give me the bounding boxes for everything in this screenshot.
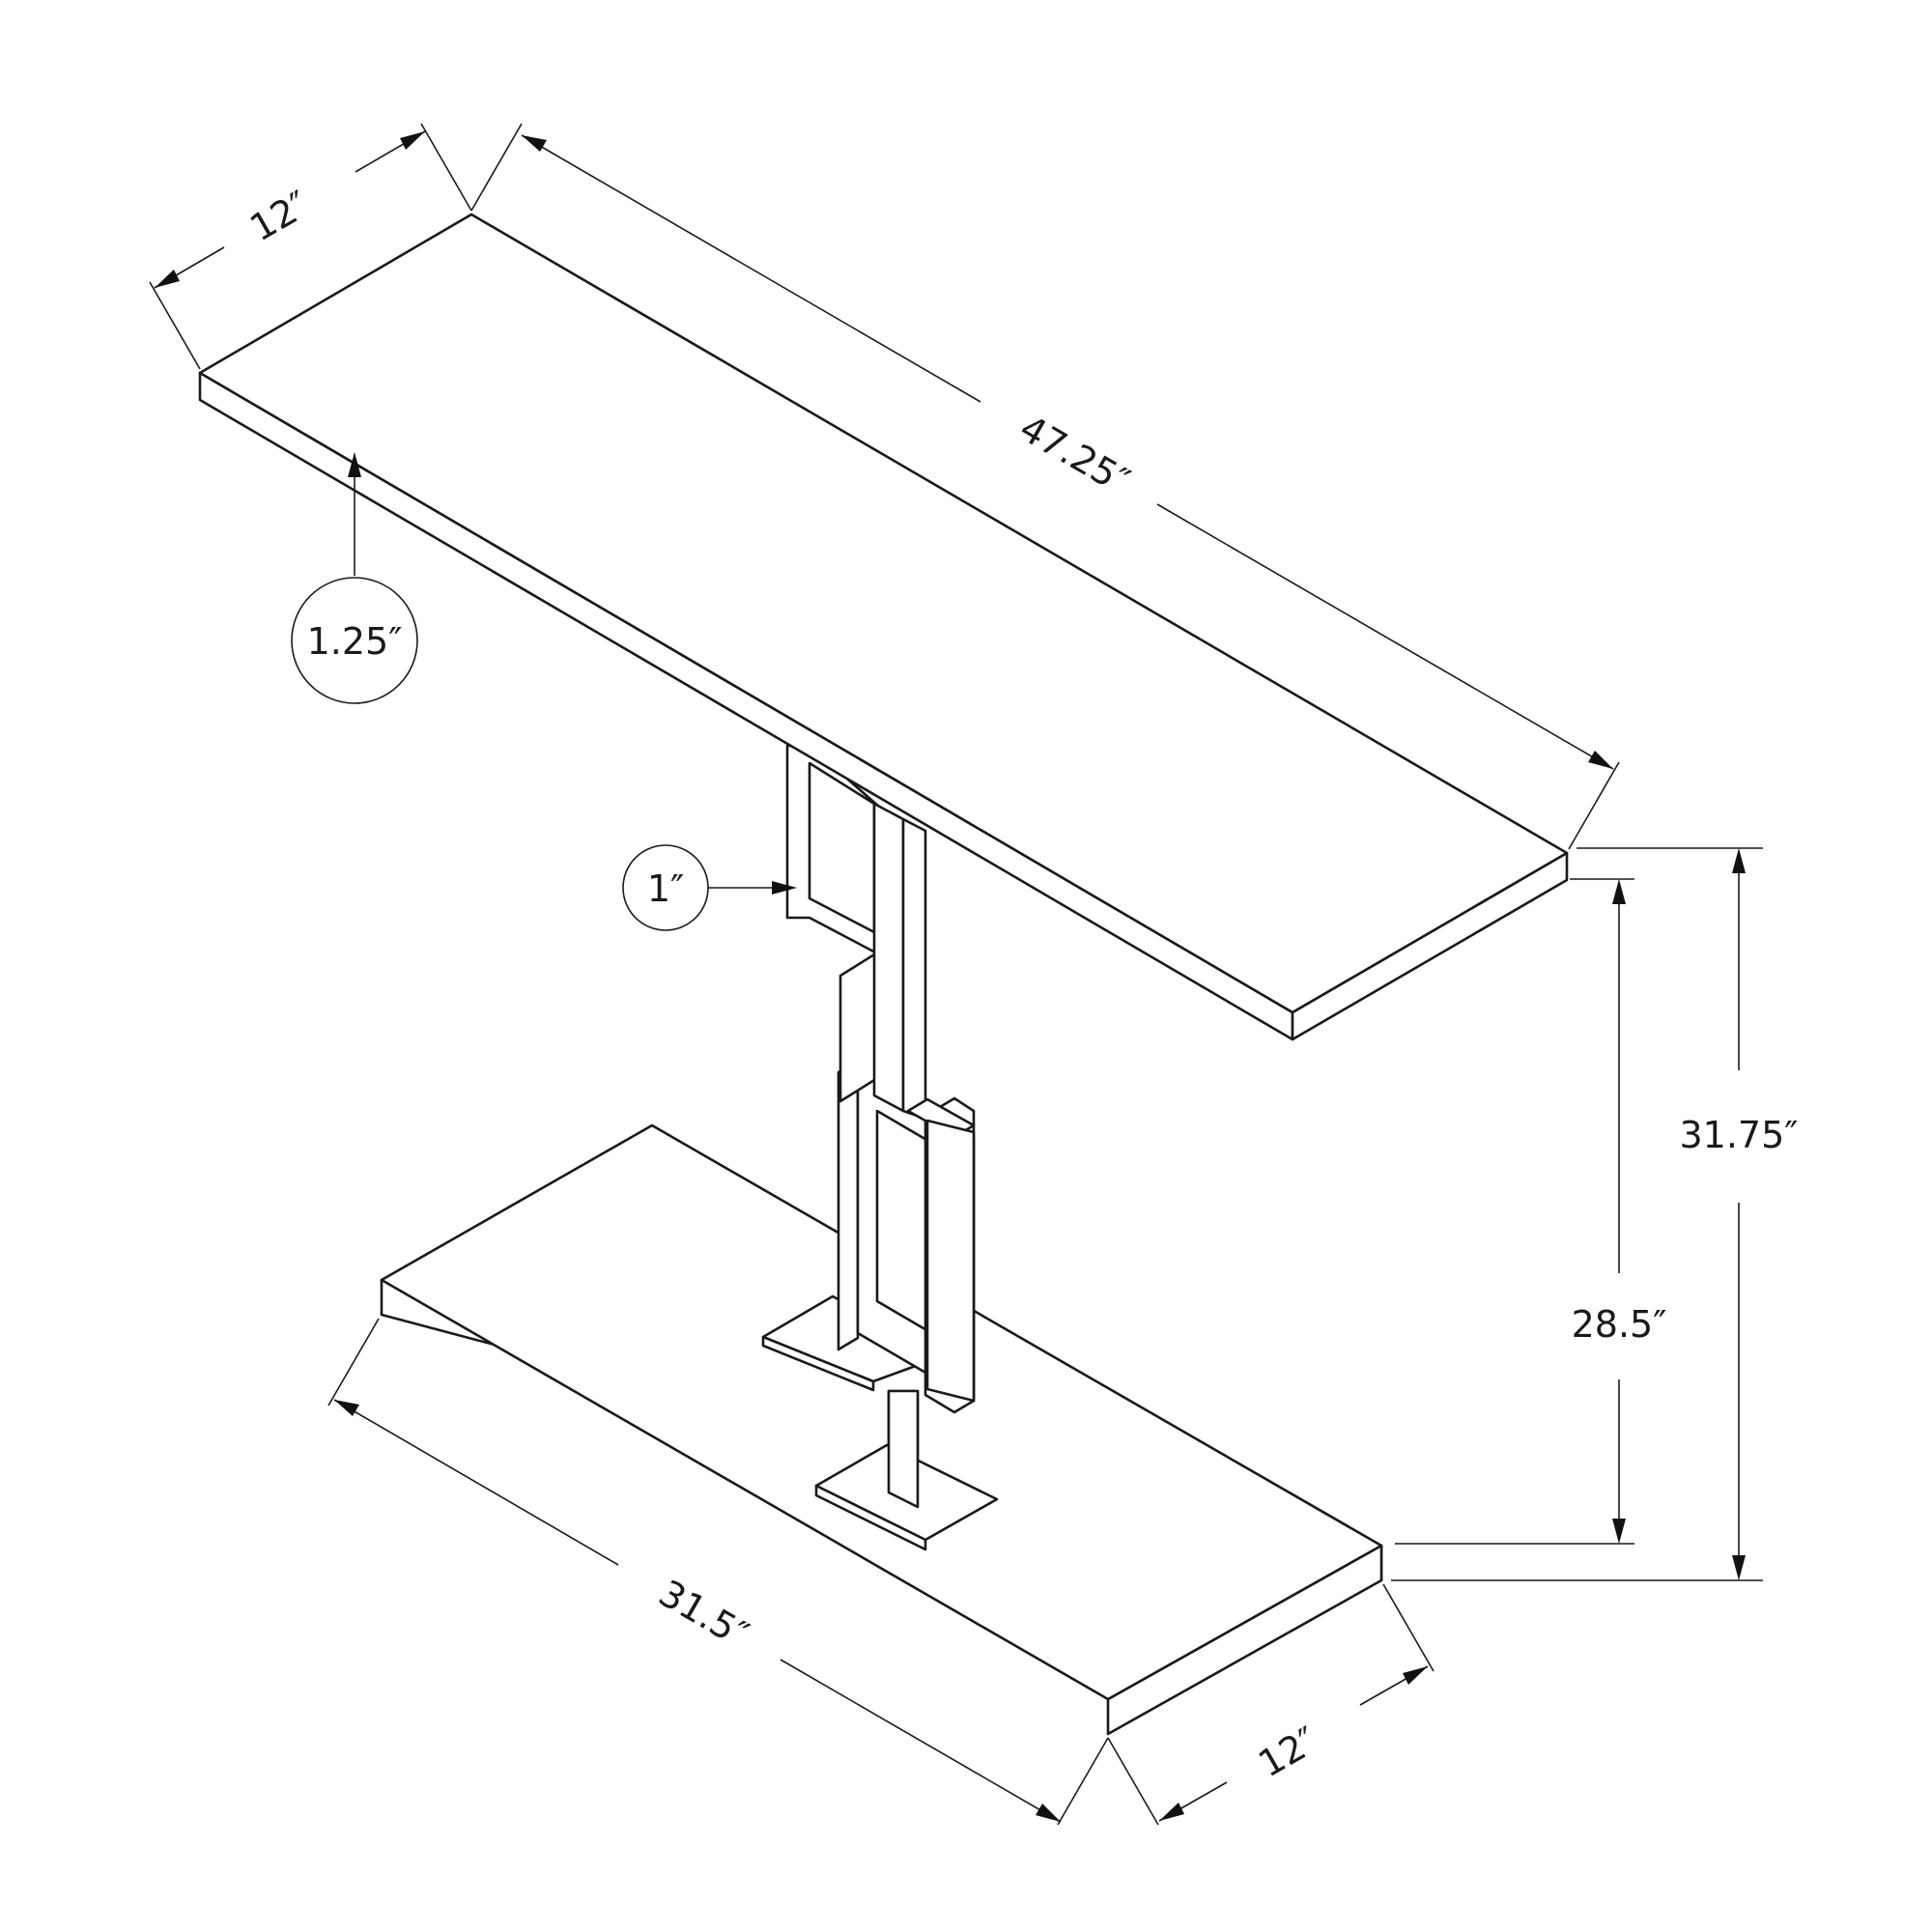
extension-line: [470, 123, 523, 212]
dimension-overall-height: 31.75″: [1391, 847, 1799, 1581]
dimension-frame-thickness: 1″: [622, 844, 797, 931]
front-foot-stem: [887, 1389, 920, 1509]
top-thickness-label: 1.25″: [307, 620, 403, 663]
base-plate: [380, 1123, 1383, 1736]
base-length-label: 31.5″: [652, 1572, 756, 1657]
arrowhead: [155, 270, 180, 288]
overall-height-label: 31.75″: [1680, 1114, 1799, 1156]
top-length-label: 47.25″: [1012, 407, 1137, 503]
arrowhead: [1036, 1804, 1061, 1822]
arrowhead: [348, 452, 361, 477]
frame-thickness-label: 1″: [647, 867, 684, 910]
table-top-surface: [198, 213, 1569, 1014]
extension-line: [1568, 761, 1620, 850]
arrowhead: [1612, 879, 1626, 904]
front-foot-pad: [814, 1389, 999, 1551]
arrowhead: [400, 131, 425, 150]
arrowhead: [1588, 751, 1613, 769]
extension-line: [420, 123, 472, 212]
top-depth-label: 12″: [242, 183, 316, 249]
dimension-line: [780, 1659, 1062, 1823]
upper-frame-depth: [872, 802, 905, 1113]
extension-line: [1057, 1737, 1109, 1826]
extension-line: [149, 281, 201, 370]
arrowhead: [1732, 848, 1746, 873]
base-plate-top-face: [380, 1123, 1383, 1701]
base-depth-label: 12″: [1251, 1719, 1324, 1785]
arrowhead: [522, 135, 547, 152]
dimension-top-thickness: 1.25″: [291, 452, 418, 704]
back-foot-pad-edge: [761, 1335, 875, 1392]
lower-frame-box-side: [925, 1119, 976, 1403]
arrowhead: [1732, 1555, 1746, 1580]
callout-circle: [291, 577, 418, 704]
lower-frame-rear-block: [837, 1059, 860, 1351]
dimension-line: [333, 1399, 619, 1566]
arrowhead: [1159, 1803, 1184, 1821]
dimension-inner-height: 28.5″: [1395, 878, 1667, 1545]
inner-height-label: 28.5″: [1572, 1303, 1667, 1346]
extension-line: [1107, 1737, 1159, 1826]
upper-frame-spine: [901, 817, 927, 1121]
front-foot-pad-edge: [814, 1484, 927, 1551]
dimension-line: [1156, 503, 1614, 770]
dimension-line: [521, 134, 981, 403]
extension-line: [327, 1318, 380, 1406]
arrowhead: [1612, 1519, 1626, 1544]
arrowhead: [1403, 1666, 1428, 1685]
arrowhead: [334, 1400, 359, 1416]
table-top: [198, 213, 1569, 1041]
extension-line: [1382, 1583, 1435, 1672]
arrowhead: [772, 881, 797, 895]
